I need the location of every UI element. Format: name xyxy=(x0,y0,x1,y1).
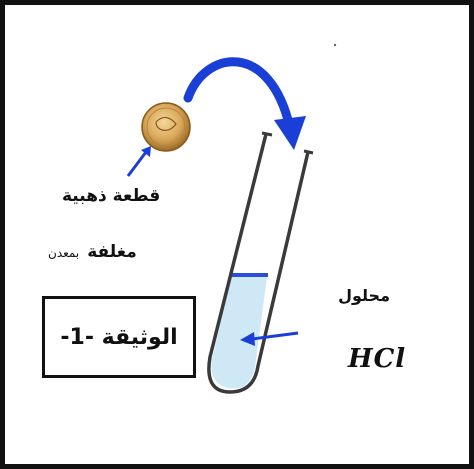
coin-label: قطعة ذهبية xyxy=(62,186,161,206)
coin-pointer-arrow xyxy=(126,146,151,177)
acid-formula: HCl xyxy=(348,344,407,374)
speck xyxy=(333,43,337,47)
document-label-box: الوثيقة -1- xyxy=(42,296,196,378)
coated-word: مغلفة xyxy=(87,242,137,262)
by-metal-word: بمعدن xyxy=(48,246,80,260)
solution-pointer-arrow xyxy=(240,331,299,346)
transfer-arrow-head xyxy=(274,116,306,150)
document-label: الوثيقة -1- xyxy=(60,324,178,350)
transfer-arrow xyxy=(183,57,295,133)
solution-liquid xyxy=(211,277,267,389)
gold-coin-icon xyxy=(141,102,191,152)
coated-label: مغلفة بمعدن xyxy=(48,242,137,262)
solution-label: محلول xyxy=(338,286,390,305)
test-tube-icon xyxy=(207,131,314,394)
